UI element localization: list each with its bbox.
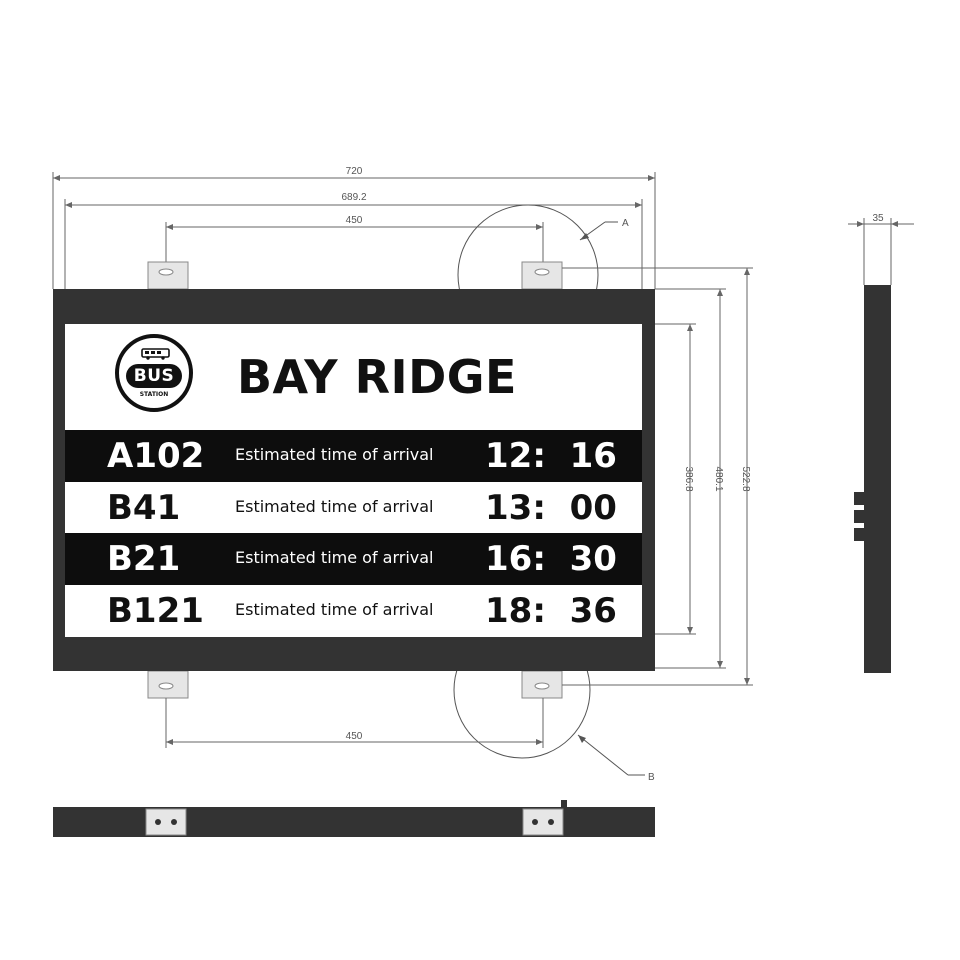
side-view: 35 bbox=[848, 213, 914, 673]
arrival-row: A102 Estimated time of arrival 12: 16 bbox=[65, 430, 642, 482]
dim-inner-width: 689.2 bbox=[64, 192, 643, 289]
bracket-top-left bbox=[147, 261, 189, 290]
sign-header: BUS STATION BAY RIDGE bbox=[65, 324, 642, 430]
route-number: A102 bbox=[107, 436, 205, 476]
bottom-brackets bbox=[147, 670, 563, 699]
bus-logo-text: BUS bbox=[126, 364, 182, 388]
dim-overall-height: 522.8 bbox=[562, 267, 753, 686]
dim-overall-width: 720 bbox=[52, 166, 656, 289]
dim-label-522: 522.8 bbox=[740, 466, 751, 491]
side-profile bbox=[864, 285, 891, 673]
eta-label: Estimated time of arrival bbox=[235, 548, 434, 567]
dim-label-bottom-450: 450 bbox=[346, 731, 363, 742]
bus-logo-subtext: STATION bbox=[139, 391, 169, 398]
eta-label: Estimated time of arrival bbox=[235, 497, 434, 516]
callout-label-b: B bbox=[648, 772, 655, 783]
eta-time: 12: 16 bbox=[485, 436, 617, 476]
route-number: B121 bbox=[107, 591, 204, 631]
eta-label: Estimated time of arrival bbox=[235, 600, 434, 619]
dim-label-top-450: 450 bbox=[346, 215, 363, 226]
eta-time: 16: 30 bbox=[485, 539, 617, 579]
bottom-profile bbox=[53, 807, 655, 837]
bus-icon bbox=[141, 348, 170, 360]
callout-label-a: A bbox=[622, 218, 629, 229]
arrival-row: B41 Estimated time of arrival 13: 00 bbox=[65, 482, 642, 534]
dim-label-386: 386.8 bbox=[683, 466, 694, 491]
dim-label-35: 35 bbox=[872, 213, 884, 224]
route-number: B41 bbox=[107, 488, 181, 528]
dim-label-689: 689.2 bbox=[341, 192, 366, 203]
route-number: B21 bbox=[107, 539, 181, 579]
eta-time: 18: 36 bbox=[485, 591, 617, 631]
bus-station-logo: BUS STATION bbox=[115, 334, 193, 412]
sign-screen: BUS STATION BAY RIDGE A102 Estimated tim… bbox=[65, 324, 642, 637]
arrival-row: B21 Estimated time of arrival 16: 30 bbox=[65, 533, 642, 585]
dim-label-720: 720 bbox=[346, 166, 363, 177]
station-name: BAY RIDGE bbox=[237, 350, 517, 404]
eta-label: Estimated time of arrival bbox=[235, 445, 434, 464]
dim-top-bracket-spacing: 450 bbox=[165, 215, 544, 262]
top-brackets bbox=[147, 261, 563, 290]
eta-time: 13: 00 bbox=[485, 488, 617, 528]
bottom-view bbox=[53, 800, 655, 837]
dim-label-480: 480.1 bbox=[713, 466, 724, 491]
arrival-row: B121 Estimated time of arrival 18: 36 bbox=[65, 585, 642, 637]
dim-body-height: 480.1 bbox=[655, 288, 726, 669]
dim-bottom-bracket-spacing: 450 bbox=[165, 698, 544, 748]
